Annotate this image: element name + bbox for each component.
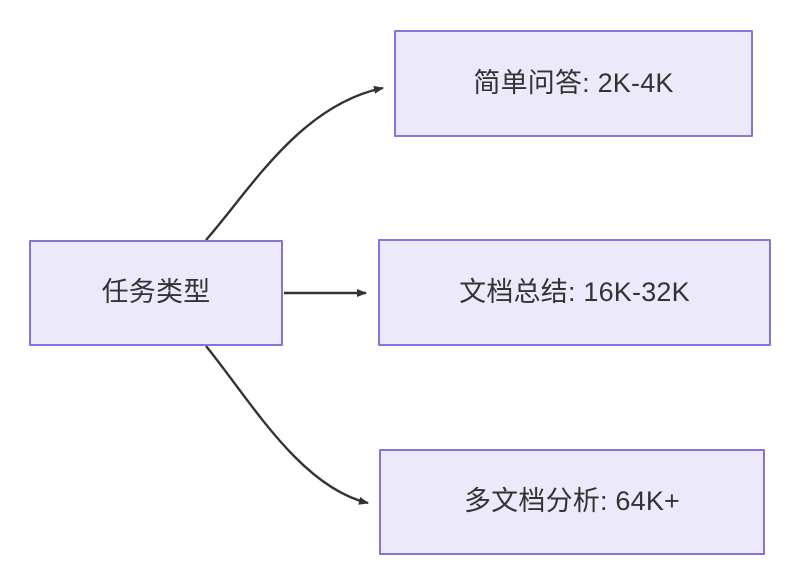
node-doc-summary-label: 文档总结: 16K-32K [459,276,690,307]
edge-task-type-to-multi-doc-analysis [205,345,369,505]
node-task-type-label: 任务类型 [101,277,211,308]
node-multi-doc-analysis[interactable]: 多文档分析: 64K+ [379,449,765,555]
node-simple-qa[interactable]: 简单问答: 2K-4K [394,30,753,137]
edge-task-type-to-simple-qa [205,85,384,241]
node-task-type[interactable]: 任务类型 [29,240,283,346]
node-doc-summary[interactable]: 文档总结: 16K-32K [378,239,771,346]
node-multi-doc-analysis-label: 多文档分析: 64K+ [463,486,680,517]
node-simple-qa-label: 简单问答: 2K-4K [473,67,674,98]
